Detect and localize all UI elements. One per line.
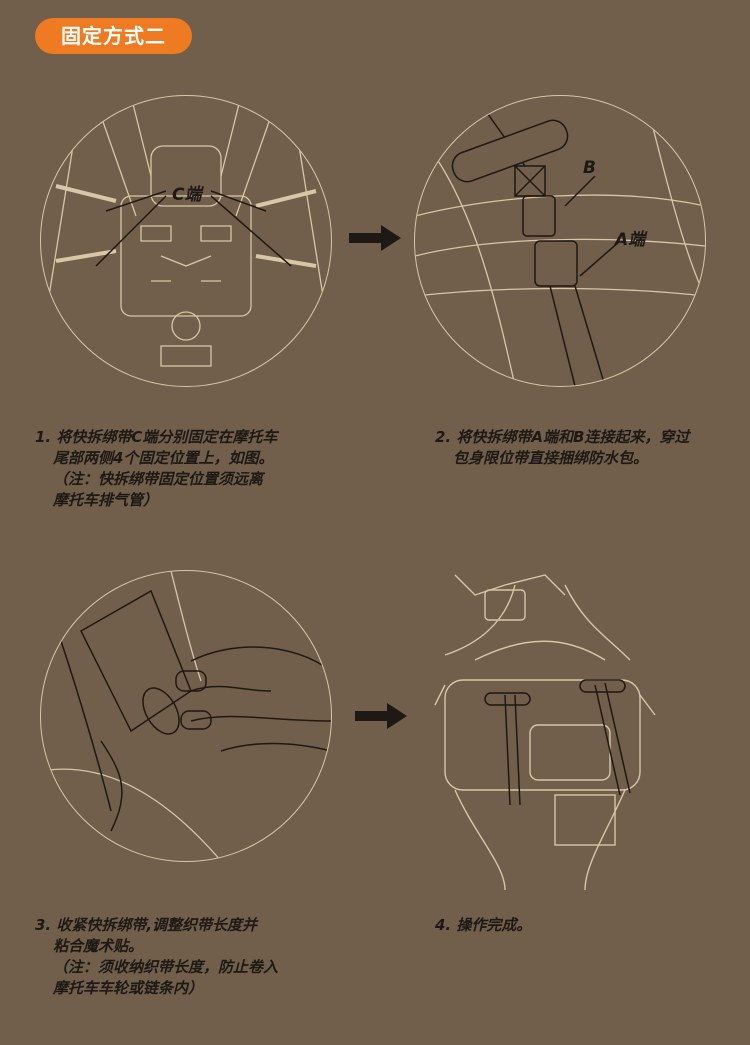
section-title-badge: 固定方式二 <box>35 18 192 54</box>
step-1-instructions: 1. 将快拆绑带C端分别固定在摩托车 尾部两侧4个固定位置上，如图。 （注：快拆… <box>35 427 277 511</box>
step1-illustration-rear-rack <box>40 95 332 387</box>
step-2-instructions: 2. 将快拆绑带A端和B连接起来，穿过 包身限位带直接捆绑防水包。 <box>435 427 689 469</box>
step3-illustration-tightening <box>40 570 332 862</box>
step-note: （注：须收纳织带长度，防止卷入 <box>53 958 279 976</box>
label-a-end: A端 <box>615 230 646 250</box>
step4-illustration-completed <box>415 565 660 891</box>
step-note: 摩托车车轮或链条内） <box>53 979 204 997</box>
step-text: 4. 操作完成。 <box>435 916 532 934</box>
arrow-right-icon <box>349 225 401 251</box>
step-text: 2. 将快拆绑带A端和B连接起来，穿过 <box>435 428 690 446</box>
step-text: 包身限位带直接捆绑防水包。 <box>453 449 649 467</box>
label-c-end: C端 <box>172 185 202 205</box>
arrow-right-icon <box>355 703 407 729</box>
step-text: 尾部两侧4个固定位置上，如图。 <box>53 449 274 467</box>
step-note: 摩托车排气管） <box>53 491 159 509</box>
step-3-instructions: 3. 收紧快拆绑带,调整织带长度并 粘合魔术贴。 （注：须收纳织带长度，防止卷入… <box>35 915 278 999</box>
step-text: 1. 将快拆绑带C端分别固定在摩托车 <box>35 428 278 446</box>
step-note: （注：快拆绑带固定位置须远离 <box>53 470 264 488</box>
label-b: B <box>583 158 596 178</box>
step2-illustration-buckle <box>414 95 706 387</box>
step-text: 3. 收紧快拆绑带,调整织带长度并 <box>35 916 258 934</box>
step-4-instructions: 4. 操作完成。 <box>435 915 531 936</box>
step-text: 粘合魔术贴。 <box>53 937 144 955</box>
